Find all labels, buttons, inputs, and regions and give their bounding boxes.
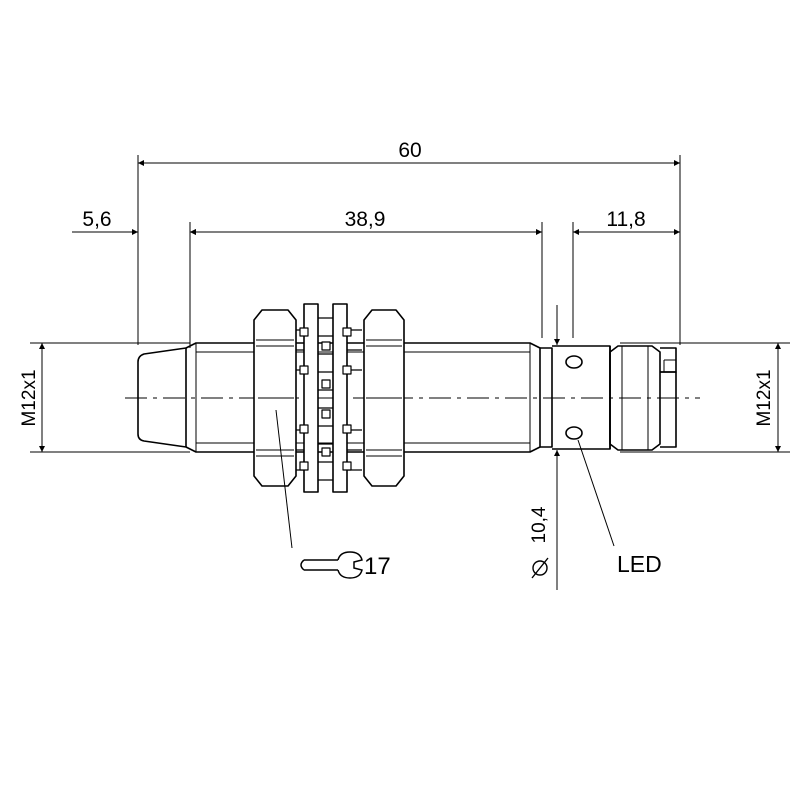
wrench-icon (300, 551, 363, 579)
rear-housing (540, 347, 553, 448)
dim-left-offset: 5,6 (82, 208, 111, 231)
leader-wrench (275, 409, 293, 549)
led-windows (565, 355, 583, 440)
extension-lines (30, 155, 790, 453)
led-window-bottom (565, 426, 583, 440)
dim-right-length: 11,8 (606, 208, 645, 231)
led-window-top (565, 355, 583, 369)
washer-left (303, 303, 319, 493)
dim-thread-length: 38,9 (345, 208, 386, 231)
leader-led (577, 439, 615, 547)
mounting-hardware (253, 303, 405, 493)
diameter-symbol-icon (531, 557, 549, 579)
washer-right (332, 303, 348, 493)
led-label: LED (617, 551, 662, 577)
leader-lines (275, 409, 615, 549)
threaded-barrel (185, 342, 541, 453)
dim-diameter: 10,4 (529, 506, 550, 543)
wrench-size-label: 17 (364, 553, 391, 580)
dim-thread-right: M12x1 (754, 369, 775, 426)
sensor-body (137, 342, 677, 453)
dim-thread-left: M12x1 (19, 369, 40, 426)
dim-overall-length: 60 (398, 139, 421, 162)
connector (609, 345, 661, 451)
dimension-lines (39, 160, 781, 590)
sensing-face (137, 347, 187, 448)
